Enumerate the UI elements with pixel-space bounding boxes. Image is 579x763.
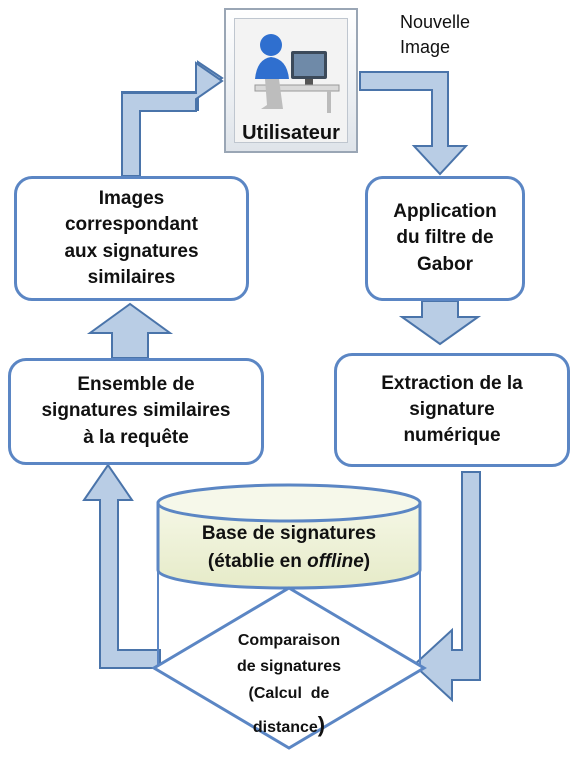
new-image-line-1: Nouvelle	[400, 12, 471, 32]
matching-images-line-4: similaires	[87, 266, 176, 288]
arrow-gabor-to-extraction	[398, 300, 482, 346]
matching-images-line-2: correspondant	[64, 214, 198, 236]
similar-signatures-node: Ensemble de signatures similaires à la r…	[8, 358, 264, 465]
matching-images-node: Images correspondant aux signatures simi…	[14, 176, 249, 301]
comparison-diamond	[151, 586, 427, 750]
database-line-2-prefix: (établie en	[207, 550, 308, 572]
matching-images-line-1: Images	[98, 188, 165, 210]
database-cylinder	[156, 483, 422, 590]
database-line-2-italic: offline	[307, 550, 364, 572]
comparison-line-2: de signatures	[236, 658, 342, 676]
user-icon-frame	[234, 18, 348, 143]
ensemble-line-2: signatures similaires	[41, 400, 231, 422]
extraction-line-1: Extraction de la	[381, 372, 523, 394]
user-computer-icon	[254, 34, 340, 113]
database-label: Base de signatures (établie en offline)	[158, 520, 420, 575]
arrow-from-user	[359, 71, 469, 176]
comparison-line-4-text: distance	[252, 719, 318, 737]
gabor-line-3: Gabor	[417, 253, 473, 275]
comparison-line-4: distance)	[189, 707, 389, 743]
arrow-comparison-to-ensemble	[82, 463, 161, 669]
new-image-line-2: Image	[400, 37, 451, 58]
arrow-to-user-shape	[121, 61, 224, 177]
gabor-line-2: du filtre de	[396, 227, 494, 249]
gabor-line-1: Application	[393, 201, 497, 223]
comparison-line-3: (Calcul de	[248, 684, 330, 702]
extraction-line-2: signature	[409, 398, 495, 420]
ensemble-line-1: Ensemble de	[77, 374, 195, 396]
database-line-2-suffix: )	[363, 550, 371, 572]
database-line-2: (établie en offline)	[158, 548, 420, 576]
comparison-line-1: Comparaison	[237, 632, 341, 649]
ensemble-line-3: à la requête	[83, 426, 189, 448]
arrow-ensemble-to-images	[86, 302, 174, 359]
database-line-1: Base de signatures	[201, 523, 377, 544]
user-label: Utilisateur	[242, 122, 340, 144]
extraction-line-3: numérique	[403, 425, 501, 447]
comparison-line-4-paren: )	[317, 712, 326, 738]
comparison-label: Comparaison de signatures (Calcul de dis…	[189, 628, 389, 743]
signature-extraction-node: Extraction de la signature numérique	[334, 353, 570, 467]
arrow-extraction-to-comparison	[412, 471, 481, 703]
matching-images-line-3: aux signatures	[64, 240, 199, 262]
new-image-label: Nouvelle Image	[400, 10, 470, 60]
gabor-filter-node: Application du filtre de Gabor	[365, 176, 525, 301]
user-node: Utilisateur	[224, 8, 358, 153]
